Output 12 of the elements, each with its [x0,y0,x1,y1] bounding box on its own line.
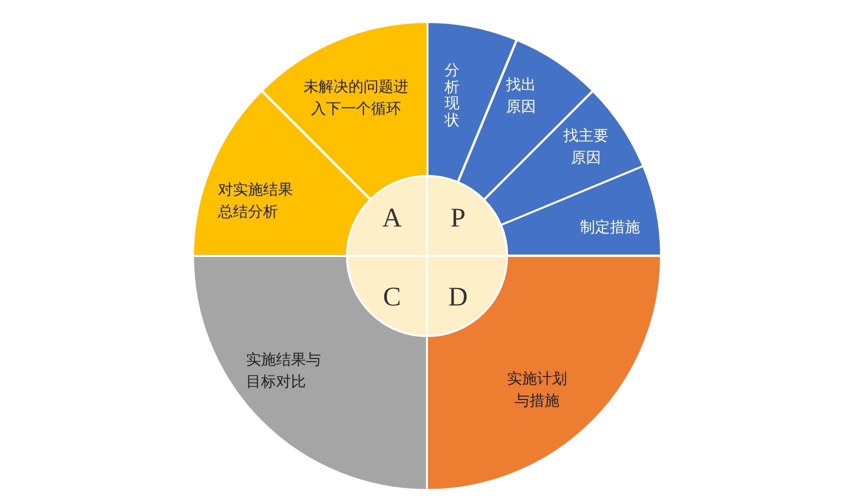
step-label: 对实施结果总结分析 [218,179,294,222]
step-label: 找出原因 [505,74,537,117]
phase-letter: A [381,204,403,232]
phase-letter: D [447,284,469,310]
step-label: 实施计划与措施 [506,368,568,411]
step-label: 制定措施 [578,217,641,238]
step-label: 分析现状 [444,62,460,128]
phase-letter: P [449,204,466,232]
step-label: 未解决的问题进入下一个循环 [302,76,410,119]
step-label: 找主要原因 [562,125,610,168]
phase-letter: C [382,284,402,310]
step-label: 实施结果与目标对比 [246,349,322,392]
